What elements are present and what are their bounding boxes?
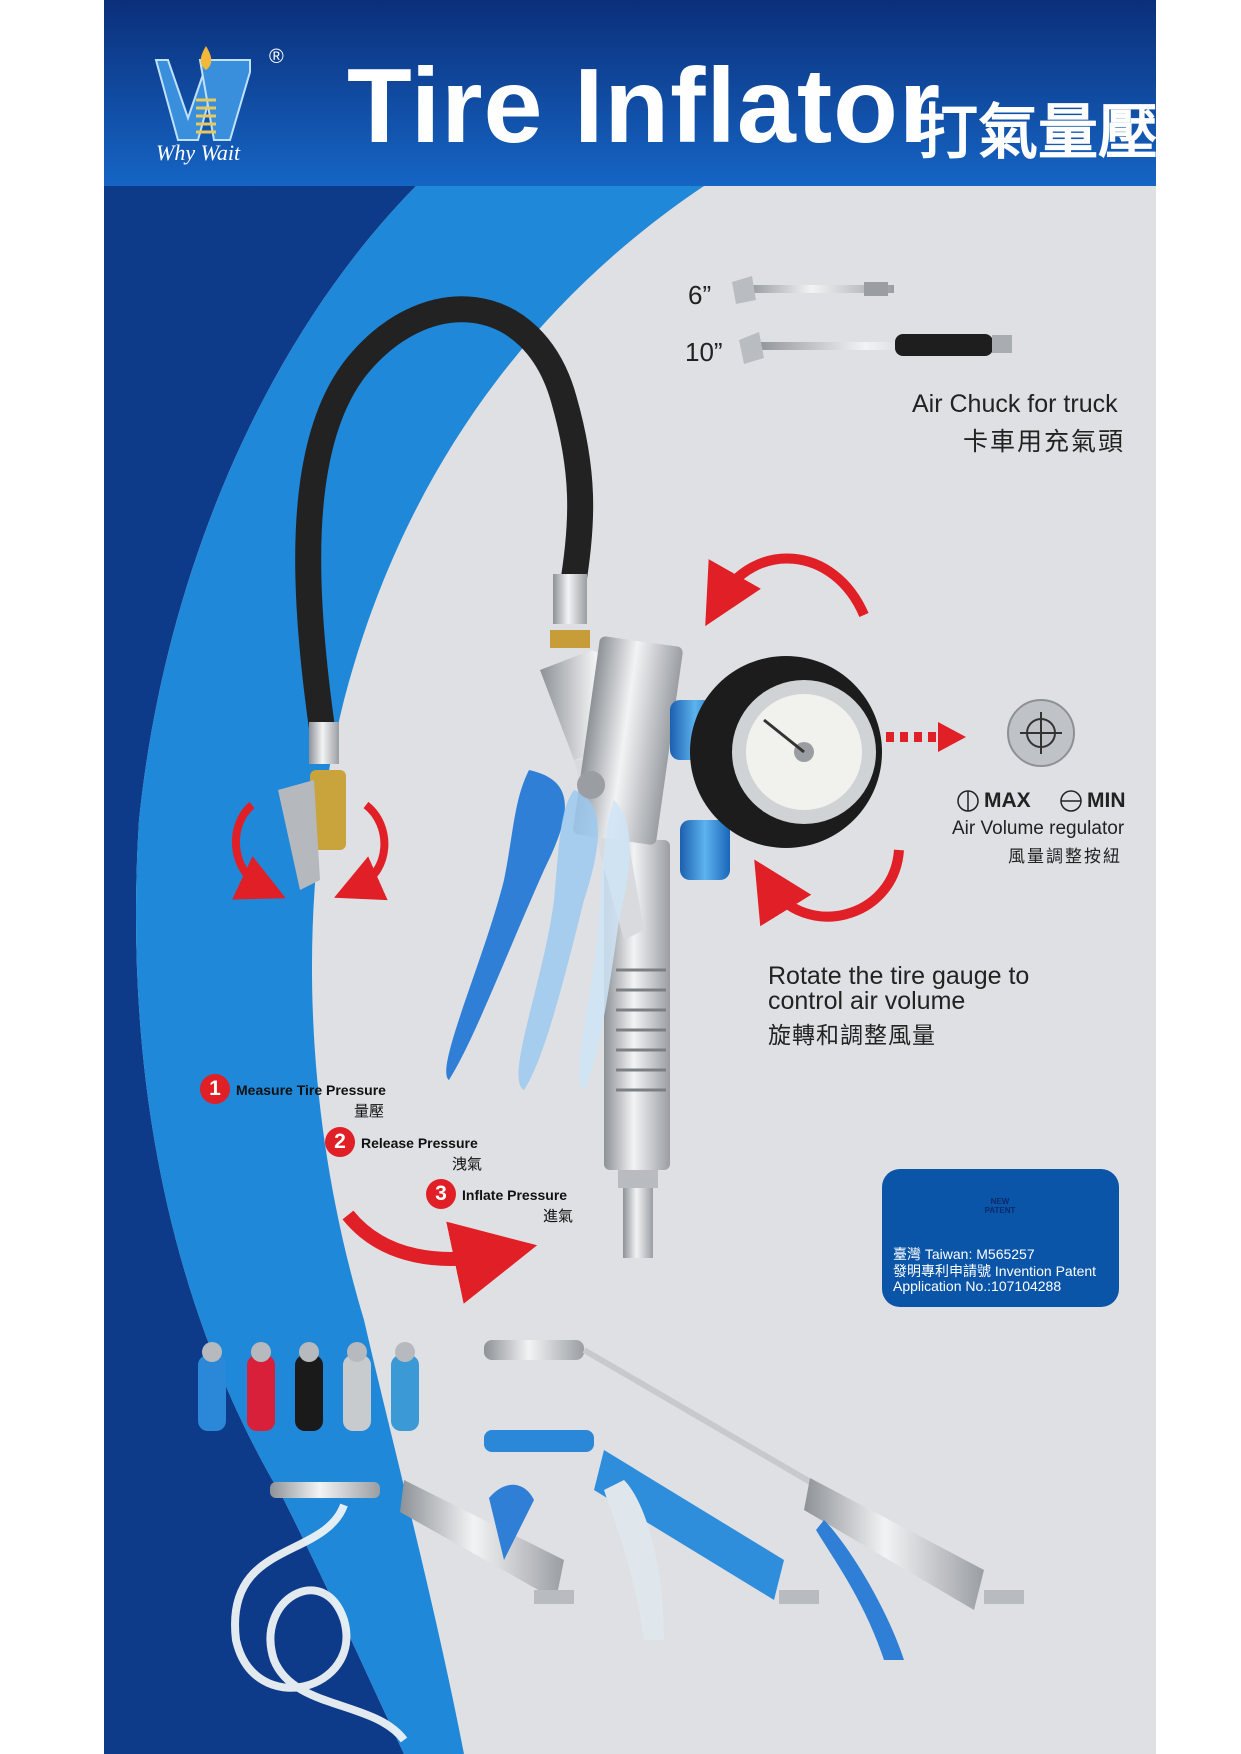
blow-gun-short <box>270 1480 574 1604</box>
chuck-size-6: 6” <box>688 280 712 310</box>
air-chuck-label: Air Chuck for truck <box>912 390 1118 418</box>
regulator-knob-icon <box>1007 699 1075 767</box>
dark-blue-arc <box>104 186 416 1754</box>
min-symbol-icon <box>1060 790 1082 812</box>
step-1-label: Measure Tire Pressure <box>236 1082 386 1098</box>
step-2-label: Release Pressure <box>361 1135 478 1151</box>
air-chuck-10in <box>739 332 1012 364</box>
light-blue-arc <box>135 186 705 1754</box>
rotate-text-zh: 旋轉和調整風量 <box>768 1022 936 1048</box>
regulator-label-zh: 風量調整按紐 <box>1008 847 1122 866</box>
brand-logo <box>154 46 251 141</box>
hose-chuck <box>278 722 346 890</box>
poster: Tire Inflator 打氣量壓 Why Wait ® 6” 10” Air… <box>104 0 1156 1754</box>
patent-line1: 臺灣 Taiwan: M565257 <box>893 1246 1035 1262</box>
patent-box <box>882 1169 1119 1307</box>
inflate-arrow <box>342 1210 538 1304</box>
step-2-label-zh: 洩氣 <box>452 1156 483 1173</box>
inflator-gun <box>446 636 882 1258</box>
chuck-size-10: 10” <box>685 337 723 367</box>
patent-line3: Application No.:107104288 <box>893 1278 1062 1294</box>
poster-artwork <box>104 0 1156 1754</box>
page-title-zh: 打氣量壓 <box>918 99 1156 166</box>
blow-gun-long <box>484 1340 1024 1660</box>
min-label: MIN <box>1087 789 1126 812</box>
new-patent-text: NEW PATENT <box>984 1197 1016 1215</box>
blow-gun-blue <box>484 1430 819 1640</box>
patent-line2: 發明專利申請號 Invention Patent <box>893 1263 1097 1279</box>
plastic-hose <box>231 1503 408 1743</box>
max-label: MAX <box>984 789 1031 812</box>
max-symbol-icon <box>957 790 979 812</box>
brand-name: Why Wait <box>156 140 241 165</box>
dotted-arrow <box>886 722 966 752</box>
step-3-label: Inflate Pressure <box>462 1187 568 1203</box>
rotate-arrow-top <box>705 553 869 627</box>
rotate-text-line2: control air volume <box>768 987 966 1015</box>
regulator-label: Air Volume regulator <box>952 818 1125 839</box>
rotate-arrow-bottom <box>754 849 904 927</box>
rubber-hose <box>295 296 594 741</box>
step-1-label-zh: 量壓 <box>354 1103 385 1120</box>
step-3-badge: 3 <box>426 1179 456 1209</box>
air-chuck-6in <box>732 276 894 304</box>
page-title: Tire Inflator <box>347 47 942 165</box>
step-2-badge: 2 <box>325 1127 355 1157</box>
registered-mark: ® <box>269 46 284 68</box>
header-band <box>104 0 1156 186</box>
step-3-label-zh: 進氣 <box>543 1208 574 1225</box>
step-1-badge: 1 <box>200 1074 230 1104</box>
air-chuck-label-zh: 卡車用充氣頭 <box>963 428 1126 456</box>
rotate-text-line1: Rotate the tire gauge to <box>768 962 1030 990</box>
nozzle-set <box>198 1342 419 1431</box>
